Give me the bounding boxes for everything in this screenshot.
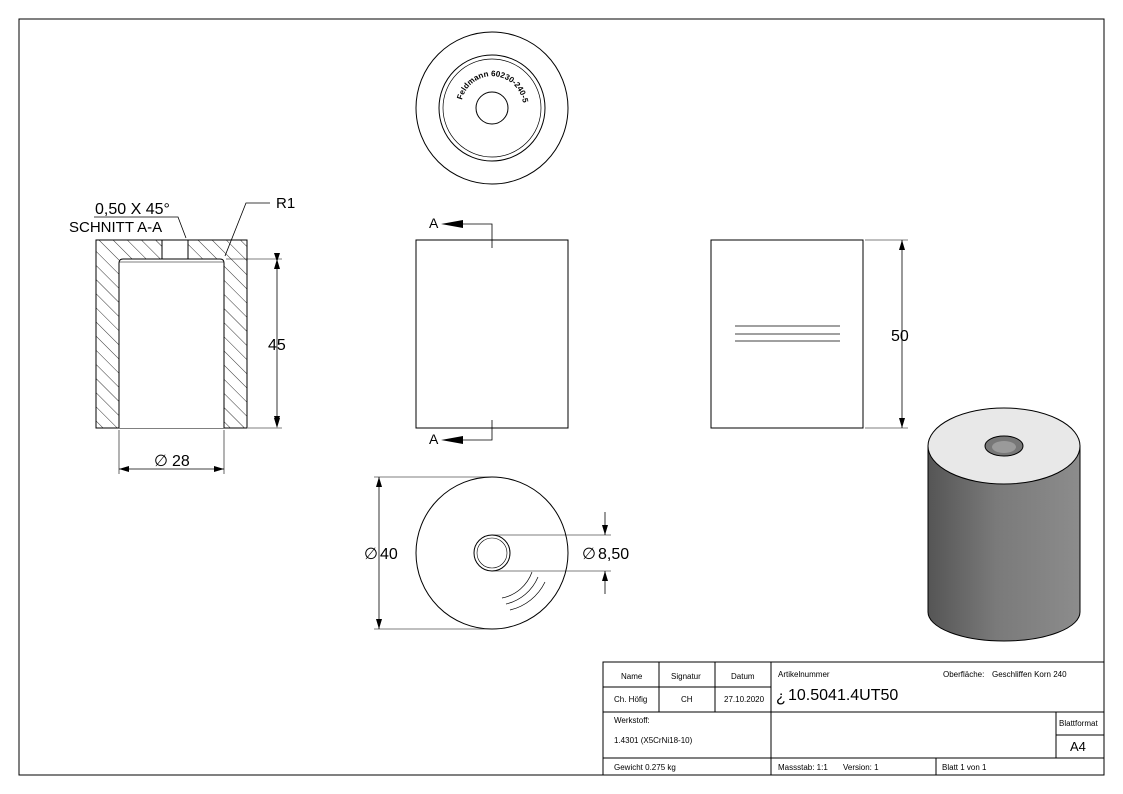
sheet-format-label: Blattformat xyxy=(1059,719,1098,728)
drawing-date: 27.10.2020 xyxy=(724,695,765,704)
weight: Gewicht 0.275 kg xyxy=(614,763,676,772)
material-value: 1.4301 (X5CrNi18-10) xyxy=(614,736,693,745)
front-view: A A xyxy=(415,215,569,447)
surface-label: Oberfläche: xyxy=(943,670,984,679)
side-view: 50 xyxy=(710,239,909,429)
surface-value: Geschliffen Korn 240 xyxy=(992,670,1067,679)
section-marker-bottom: A xyxy=(429,431,439,447)
version: Version: 1 xyxy=(843,763,879,772)
hole-diameter-symbol: ∅ xyxy=(582,546,596,563)
col-date: Datum xyxy=(731,672,755,681)
title-block xyxy=(602,661,1105,776)
engraving-text: Feldmann 60230-240-50 xyxy=(0,0,530,104)
sheet-format-value: A4 xyxy=(1070,739,1086,754)
col-name: Name xyxy=(621,672,643,681)
side-height-dim: 50 xyxy=(891,328,909,345)
section-marker-top: A xyxy=(429,215,439,231)
designer-signature: CH xyxy=(681,695,693,704)
scale: Massstab: 1:1 xyxy=(778,763,828,772)
col-signature: Signatur xyxy=(671,672,701,681)
inner-diameter-dim: 28 xyxy=(172,453,190,470)
diameter-symbol: ∅ xyxy=(154,453,168,470)
sheet-number: Blatt 1 von 1 xyxy=(942,763,987,772)
chamfer-leader xyxy=(94,216,187,239)
section-bore xyxy=(118,258,225,428)
article-prefix: ¿ xyxy=(776,689,786,706)
section-hole xyxy=(161,239,189,260)
bottom-view: ∅ 40 ∅ 8,50 xyxy=(364,476,629,630)
chamfer-label: 0,50 X 45° xyxy=(95,201,170,218)
section-bottom-left xyxy=(119,240,162,259)
isometric-view xyxy=(927,407,1081,642)
section-wall-left xyxy=(96,240,119,428)
designer-name: Ch. Höfig xyxy=(614,695,647,704)
section-view: 0,50 X 45° SCHNITT A-A R1 45 ∅ 28 xyxy=(69,195,295,474)
section-label: SCHNITT A-A xyxy=(69,219,162,236)
drawing-frame xyxy=(18,18,1105,776)
material-label: Werkstoff: xyxy=(614,716,650,725)
section-height-dim: 45 xyxy=(268,337,286,354)
section-wall-right xyxy=(224,240,247,428)
top-view: Feldmann 60230-240-50 xyxy=(0,0,569,185)
radius-label: R1 xyxy=(276,195,295,212)
section-bottom-right xyxy=(188,240,224,259)
radius-leader xyxy=(224,202,270,257)
article-number: 10.5041.4UT50 xyxy=(788,687,898,704)
outer-diameter-dim: 40 xyxy=(380,546,398,563)
article-label: Artikelnummer xyxy=(778,670,830,679)
outer-diameter-symbol: ∅ xyxy=(364,546,378,563)
hole-diameter-dim: 8,50 xyxy=(598,546,629,563)
